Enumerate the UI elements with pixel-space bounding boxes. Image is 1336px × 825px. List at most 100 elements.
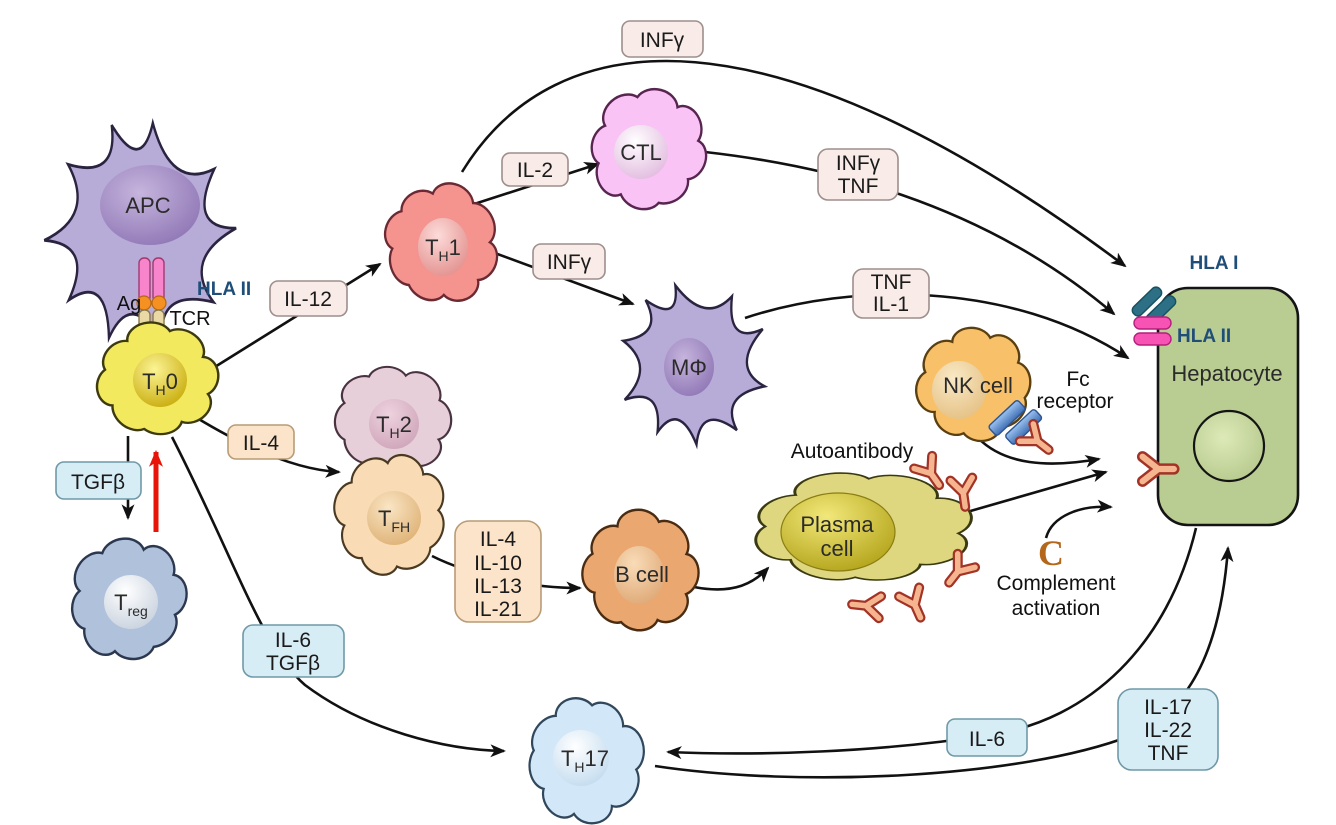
antibody-icon [899, 588, 930, 623]
tfh-label: TFH [378, 506, 410, 535]
macrophage-cell: MΦ [601, 264, 785, 462]
autoantibody-label: Autoantibody [791, 440, 914, 463]
bcell-cell: B cell [568, 493, 715, 650]
antigen-icon [151, 295, 167, 311]
hepatocyte-nucleus [1192, 409, 1266, 483]
arrow-th17-to-hepatocyte [654, 546, 1234, 779]
hepatocyte-label: Hepatocyte [1171, 361, 1282, 386]
hla2-apc-label: HLA II [197, 279, 251, 300]
fc-receptor-label-line1: Fc [1066, 368, 1089, 391]
arrow-th0-to-th17 [170, 436, 506, 758]
arrow-ctl-to-hepatocyte [704, 150, 1116, 316]
arrow-macrophage-to-hepatocyte [744, 293, 1130, 360]
th0-label: TH0 [142, 369, 178, 398]
il2-box: IL-2 [501, 152, 569, 187]
infg-mid-box: INFγ [532, 243, 606, 280]
il4-group-line4: IL-21 [474, 598, 522, 621]
th17-cell: TH17 [519, 689, 652, 825]
macrophage-label: MΦ [671, 355, 707, 380]
infg-top-box: INFγ [621, 20, 704, 58]
il6-tgfb-line1: IL-6 [275, 629, 311, 652]
th2-nucleus [369, 399, 419, 449]
arrow-bcell-to-plasma [693, 566, 770, 591]
th0-nucleus [133, 353, 187, 407]
fc-receptor-label-line2: receptor [1036, 390, 1113, 413]
tcr-label: TCR [169, 308, 210, 330]
il4-group-line2: IL-10 [474, 552, 522, 575]
hla2-apc-receptor-icon [152, 257, 165, 303]
il12-box: IL-12 [269, 280, 348, 317]
nk-label: NK cell [943, 373, 1013, 398]
plasma-cell: Plasma cell [749, 468, 979, 586]
il6-box-label: IL-6 [969, 728, 1005, 751]
tnf-il1-box-line1: TNF [871, 271, 912, 294]
complement-label-line2: activation [1012, 597, 1101, 620]
tfh-nucleus [367, 491, 421, 545]
hla2-hepatocyte-receptor-icon [1133, 316, 1172, 346]
arrow-complement-to-hepatocyte [1044, 499, 1113, 539]
il6-tgfb-line2: TGFβ [266, 652, 320, 675]
il4-group-line3: IL-13 [474, 575, 522, 598]
infg-tnf-box-line2: TNF [838, 175, 879, 198]
nk-nucleus [932, 361, 986, 419]
il4-group-line1: IL-4 [480, 528, 517, 551]
il6-box: IL-6 [946, 718, 1028, 757]
bcell-nucleus [614, 546, 664, 604]
nk-cell: NK cell [904, 316, 1044, 452]
ctl-nucleus [614, 125, 668, 179]
complement-label-line1: Complement [996, 572, 1115, 595]
tnf-il1-box: TNF IL-1 [852, 268, 930, 319]
cytokine-boxes: IL-12 IL-2 INFγ INFγ INFγ TNF TNF IL-1 I… [55, 20, 1219, 771]
plasma-nucleus [780, 492, 896, 572]
ctl-cell: CTL [581, 78, 717, 220]
infg-top-box-label: INFγ [640, 29, 685, 52]
treg-label: Treg [114, 590, 148, 619]
hla2-hep-label: HLA II [1177, 326, 1231, 347]
fc-receptor-icon [988, 400, 1043, 445]
ctl-label: CTL [620, 140, 662, 165]
bcell-label: B cell [615, 562, 669, 587]
treg-nucleus [104, 575, 158, 629]
tgfb-box-label: TGFβ [71, 471, 125, 494]
antibody-icon [851, 593, 881, 618]
tfh-cell: TFH [313, 431, 469, 597]
il17-group-line2: IL-22 [1144, 719, 1192, 742]
hepatocyte-cell: Hepatocyte [1156, 286, 1300, 527]
plasma-label-line1: Plasma [800, 512, 874, 537]
arrow-th0-to-th1 [209, 262, 382, 372]
il17-group-box: IL-17 IL-22 TNF [1117, 688, 1219, 771]
plasma-label-line2: cell [820, 536, 853, 561]
il17-group-line1: IL-17 [1144, 696, 1192, 719]
th2-cell: TH2 [317, 349, 469, 492]
apc-label: APC [125, 193, 170, 218]
il6-tgfb-box: IL-6 TGFβ [242, 624, 345, 678]
th1-cell: TH1 [364, 160, 521, 328]
il17-group-line3: TNF [1148, 742, 1189, 765]
macrophage-nucleus [664, 338, 714, 396]
arrow-nk-to-hepatocyte [977, 437, 1101, 468]
complement-c-label: C [1038, 533, 1064, 573]
il4-group-box: IL-4 IL-10 IL-13 IL-21 [454, 520, 542, 623]
hepatocyte-body [1156, 286, 1300, 527]
tgfb-box: TGFβ [55, 461, 142, 500]
ag-label: Ag [117, 293, 141, 315]
il4-box-label: IL-4 [243, 432, 280, 455]
apc-nucleus [100, 165, 200, 245]
th1-nucleus [418, 218, 468, 276]
infg-mid-box-label: INFγ [547, 251, 592, 274]
hla1-hep-label: HLA I [1190, 253, 1239, 274]
apc-cell: APC [32, 106, 249, 359]
il12-box-label: IL-12 [284, 288, 332, 311]
th2-label: TH2 [376, 412, 412, 441]
th17-nucleus [553, 730, 609, 786]
infg-tnf-box: INFγ TNF [817, 148, 899, 201]
tnf-il1-box-line2: IL-1 [873, 293, 909, 316]
arrow-plasma-to-hepatocyte [959, 469, 1108, 516]
treg-cell: Treg [50, 517, 207, 681]
th0-cell: TH0 [86, 312, 230, 447]
infg-tnf-box-line1: INFγ [836, 152, 881, 175]
th1-label: TH1 [425, 235, 461, 264]
il4-box: IL-4 [227, 424, 295, 460]
th17-label: TH17 [561, 746, 609, 775]
